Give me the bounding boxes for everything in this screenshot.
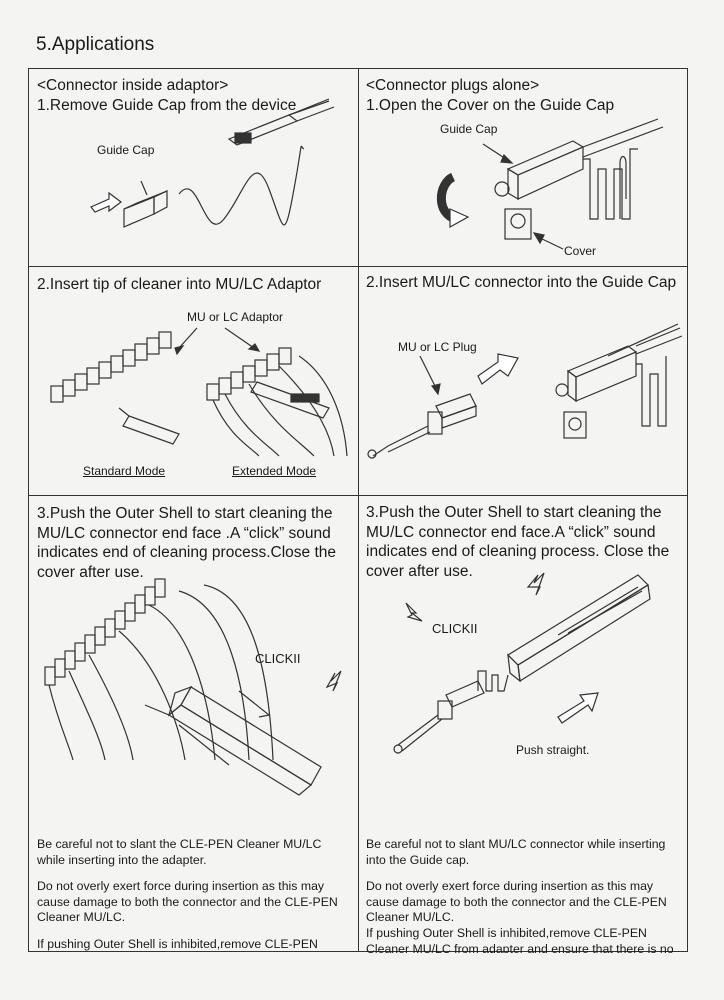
cable-shape: [178, 145, 305, 226]
guide-cap-label: Guide Cap: [97, 143, 155, 157]
cell-heading-step: 2.Insert tip of cleaner into MU/LC Adapt…: [37, 276, 322, 293]
note-3: If pushing Outer Shell is inhibited,remo…: [37, 936, 323, 953]
note-2: Do not overly exert force during inserti…: [366, 879, 667, 925]
adaptor-label: MU or LC Adaptor: [187, 310, 284, 324]
cleaner-pen: [144, 685, 322, 796]
cell-insert-cleaner: 2.Insert tip of cleaner into MU/LC Adapt…: [29, 266, 358, 495]
extended-mode-label: Extended Mode: [232, 464, 317, 478]
applications-table: <Connector inside adaptor> 1.Remove Guid…: [28, 68, 688, 953]
plug-label: MU or LC Plug: [398, 340, 477, 354]
lc-connector: [393, 680, 485, 754]
cell-heading-context: <Connector plugs alone>: [366, 77, 540, 94]
click-spark-icon-2: [526, 572, 545, 596]
insert-connector-illustration: [367, 323, 683, 459]
cover-shape: [504, 208, 532, 240]
note-1: Be careful not to slant MU/LC connector …: [366, 837, 666, 867]
column-divider: [358, 69, 359, 951]
click-spark-icon: [405, 602, 423, 622]
cleaner-pen: [507, 574, 651, 683]
cell-push-shell-adaptor: 3.Push the Outer Shell to start cleaning…: [29, 495, 358, 953]
caution-notes: Be careful not to slant MU/LC connector …: [366, 837, 681, 953]
standard-adaptor-row: [50, 331, 172, 403]
cell-remove-guide-cap: <Connector inside adaptor> 1.Remove Guid…: [29, 69, 358, 266]
up-right-arrow-icon: [477, 353, 519, 385]
left-arrow-icon: [90, 191, 122, 213]
cell-heading-step: 1.Remove Guide Cap from the device: [37, 97, 297, 114]
standard-mode-label: Standard Mode: [83, 464, 166, 478]
remove-guide-cap-illustration: [90, 98, 335, 228]
cell-heading-step: 3.Push the Outer Shell to start cleaning…: [37, 505, 336, 581]
guide-cap-label: Guide Cap: [440, 122, 498, 136]
insert-cleaner-illustration: [50, 327, 348, 457]
cell-open-cover: <Connector plugs alone> 1.Open the Cover…: [358, 69, 687, 266]
extended-cleaner: [250, 381, 330, 419]
push-straight-label: Push straight.: [516, 743, 590, 757]
click-label: CLICKII: [255, 651, 301, 666]
cell-heading-step: 3.Push the Outer Shell to start cleaning…: [366, 504, 670, 580]
click-label: CLICKII: [432, 621, 478, 636]
guide-cap-shape: [123, 196, 155, 228]
push-arrow-icon: [557, 692, 599, 724]
adaptor-row: [44, 578, 166, 686]
cover-label: Cover: [564, 244, 597, 258]
cell-push-shell-guide-cap: 3.Push the Outer Shell to start cleaning…: [358, 495, 687, 953]
cell-heading-context: <Connector inside adaptor>: [37, 77, 229, 94]
note-2: Do not overly exert force during inserti…: [37, 879, 338, 925]
push-arrow-icon: [238, 690, 271, 718]
caution-notes: Be careful not to slant the CLE-PEN Clea…: [37, 837, 352, 953]
open-cover-illustration: [436, 118, 664, 250]
note-3: If pushing Outer Shell is inhibited,remo…: [366, 925, 674, 953]
extended-adaptor-row: [206, 347, 292, 401]
push-shell-guide-cap-illustration: [393, 572, 651, 754]
standard-cleaner: [118, 407, 180, 445]
page-title: 5.Applications: [36, 34, 155, 55]
push-shell-adaptor-illustration: [44, 578, 342, 796]
cell-heading-step: 1.Open the Cover on the Guide Cap: [366, 97, 615, 114]
click-spark-icon: [325, 670, 342, 692]
note-1: Be careful not to slant the CLE-PEN Clea…: [37, 837, 322, 867]
lc-plug-shape: [367, 393, 477, 459]
cell-heading-step: 2.Insert MU/LC connector into the Guide …: [366, 274, 677, 291]
row-divider-2: [29, 495, 687, 496]
row-divider-1: [29, 266, 687, 267]
cell-insert-connector: 2.Insert MU/LC connector into the Guide …: [358, 266, 687, 495]
